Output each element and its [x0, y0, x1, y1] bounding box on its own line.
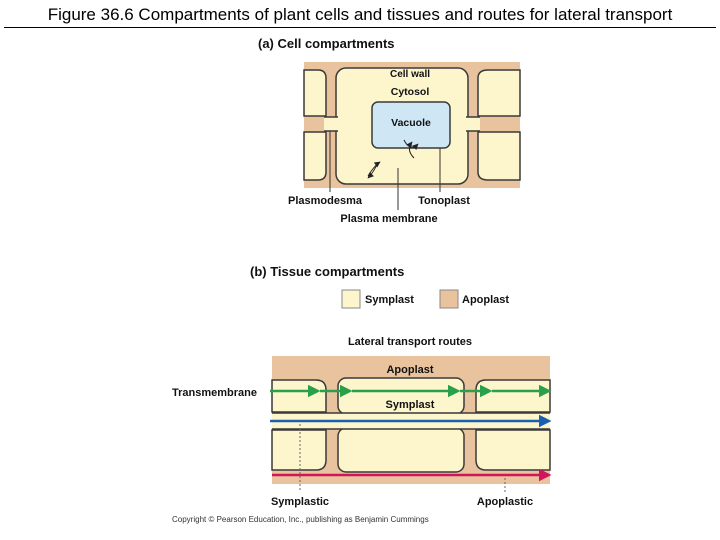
legend-symplast-swatch	[341, 289, 361, 309]
plasmodesma-left	[324, 117, 338, 131]
copyright-notice: Copyright © Pearson Education, Inc., pub…	[172, 515, 429, 524]
plasma-membrane-label: Plasma membrane	[340, 213, 437, 225]
transmembrane-label: Transmembrane	[172, 387, 257, 399]
legend-symplast-label: Symplast	[365, 294, 414, 306]
apoplast-route-label: Apoplast	[386, 364, 433, 376]
title-underline	[4, 27, 716, 28]
cell-wall-label: Cell wall	[390, 69, 430, 80]
panel-b: (b) Tissue compartments Symplast Apoplas…	[172, 264, 552, 524]
legend-apoplast-label: Apoplast	[462, 294, 509, 306]
tissue-cell-bottom-middle	[337, 427, 465, 473]
symplastic-label: Symplastic	[271, 496, 329, 508]
tissue-cell-top-right	[475, 379, 551, 413]
left-cell	[303, 69, 327, 117]
routes-title: Lateral transport routes	[348, 336, 472, 348]
vacuole-label: Vacuole	[391, 117, 431, 129]
plasmodesma-label: Plasmodesma	[288, 195, 363, 207]
tissue-cell-bottom-left	[271, 429, 327, 471]
apoplastic-label: Apoplastic	[477, 496, 533, 508]
symplast-route-label: Symplast	[386, 399, 435, 411]
panel-a-heading: (a) Cell compartments	[258, 36, 395, 51]
panel-a: (a) Cell compartments Cell wall Cytosol …	[258, 36, 521, 225]
figure-title: Figure 36.6 Compartments of plant cells …	[47, 5, 673, 24]
tissue-cell-bottom-right	[475, 429, 551, 471]
cytosol-label: Cytosol	[391, 86, 430, 98]
tonoplast-label: Tonoplast	[418, 195, 470, 207]
plasmodesma-right	[466, 117, 480, 131]
right-cell	[477, 69, 521, 117]
panel-b-heading: (b) Tissue compartments	[250, 264, 404, 279]
tissue-cell-top-left	[271, 379, 327, 413]
legend-apoplast-swatch	[439, 289, 459, 309]
